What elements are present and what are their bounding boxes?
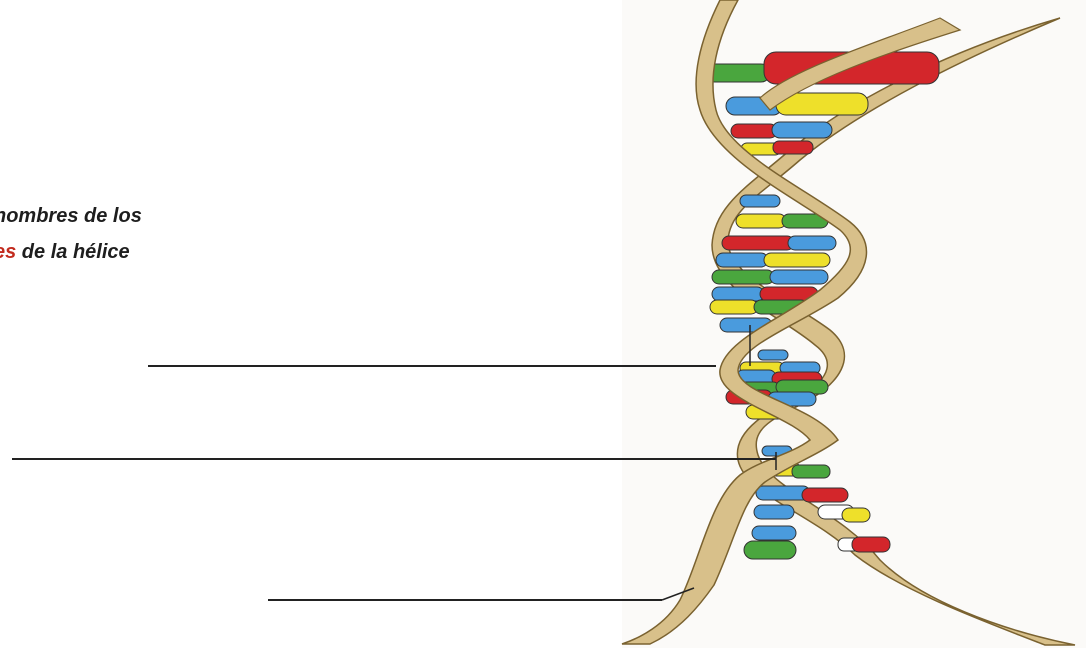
base-pair xyxy=(736,214,828,228)
base-pair xyxy=(712,287,818,301)
base-pair xyxy=(758,350,788,360)
base-pair xyxy=(731,122,832,138)
base-pair xyxy=(744,541,796,559)
base-pair xyxy=(722,236,836,250)
base-pair xyxy=(716,253,830,267)
base-pair xyxy=(712,270,828,284)
base-pair xyxy=(741,141,813,155)
base-pair xyxy=(740,195,780,207)
base-pair xyxy=(756,486,848,502)
